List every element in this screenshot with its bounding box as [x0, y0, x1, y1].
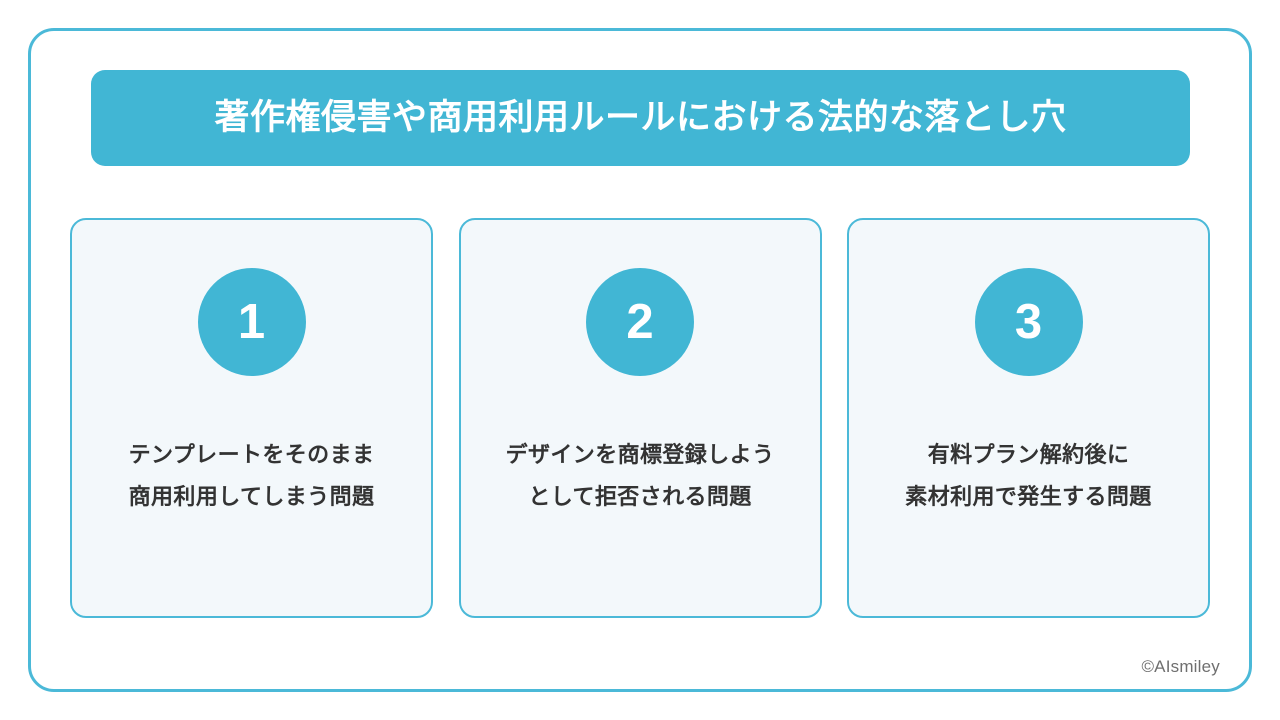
card-text-line-2: として拒否される問題: [528, 483, 752, 509]
card-item-3: 3 有料プラン解約後に 素材利用で発生する問題: [847, 218, 1210, 618]
cards-row: 1 テンプレートをそのまま 商用利用してしまう問題 2 デザインを商標登録しよう…: [70, 218, 1210, 618]
card-text-1: テンプレートをそのまま 商用利用してしまう問題: [72, 434, 431, 518]
number-badge-3: 3: [974, 268, 1083, 376]
number-badge-1: 1: [197, 268, 306, 376]
number-badge-label: 2: [626, 294, 654, 349]
card-text-2: デザインを商標登録しよう として拒否される問題: [461, 434, 820, 518]
card-text-line-1: テンプレートをそのまま: [128, 442, 375, 467]
number-badge-label: 1: [237, 294, 266, 349]
copyright-credit: ©AIsmiley: [1141, 657, 1220, 676]
card-text-line-2: 素材利用で発生する問題: [905, 483, 1152, 509]
card-item-1: 1 テンプレートをそのまま 商用利用してしまう問題: [70, 218, 433, 618]
number-badge-2: 2: [586, 268, 694, 376]
card-text-line-1: デザインを商標登録しよう: [505, 442, 775, 467]
card-item-2: 2 デザインを商標登録しよう として拒否される問題: [458, 218, 822, 618]
card-text-line-2: 商用利用してしまう問題: [128, 483, 375, 509]
number-badge-label: 3: [1014, 294, 1043, 349]
page-title: 著作権侵害や商用利用ルールにおける法的な落とし穴: [214, 98, 1067, 137]
card-text-line-1: 有料プラン解約後に: [927, 442, 1130, 467]
title-banner: 著作権侵害や商用利用ルールにおける法的な落とし穴: [91, 70, 1190, 166]
card-text-3: 有料プラン解約後に 素材利用で発生する問題: [849, 434, 1208, 518]
